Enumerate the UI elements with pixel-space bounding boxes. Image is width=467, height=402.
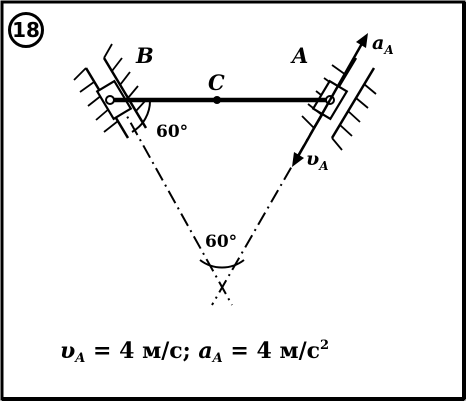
point-C <box>213 96 221 104</box>
acceleration-vector-line <box>328 39 366 101</box>
acceleration-label: aA <box>372 32 394 57</box>
guide-A <box>301 57 377 151</box>
angle-label-bottom: 60° <box>205 232 238 252</box>
acceleration-arrowhead <box>356 33 368 48</box>
label-B: B <box>136 43 154 68</box>
label-C: C <box>208 70 225 95</box>
angle-label-B: 60° <box>156 122 189 142</box>
velocity-label: υA <box>306 148 329 173</box>
angle-arc-bottom <box>199 259 245 269</box>
guide-line-left <box>117 99 233 306</box>
angle-arc-B <box>131 99 152 133</box>
given-values: υA = 4 м/с; aA = 4 м/с2 <box>60 338 330 366</box>
label-A: A <box>292 43 309 68</box>
problem-number: 18 <box>8 12 44 48</box>
velocity-arrowhead <box>292 152 304 167</box>
joint-B <box>105 95 115 105</box>
velocity-vector-line <box>294 99 332 161</box>
